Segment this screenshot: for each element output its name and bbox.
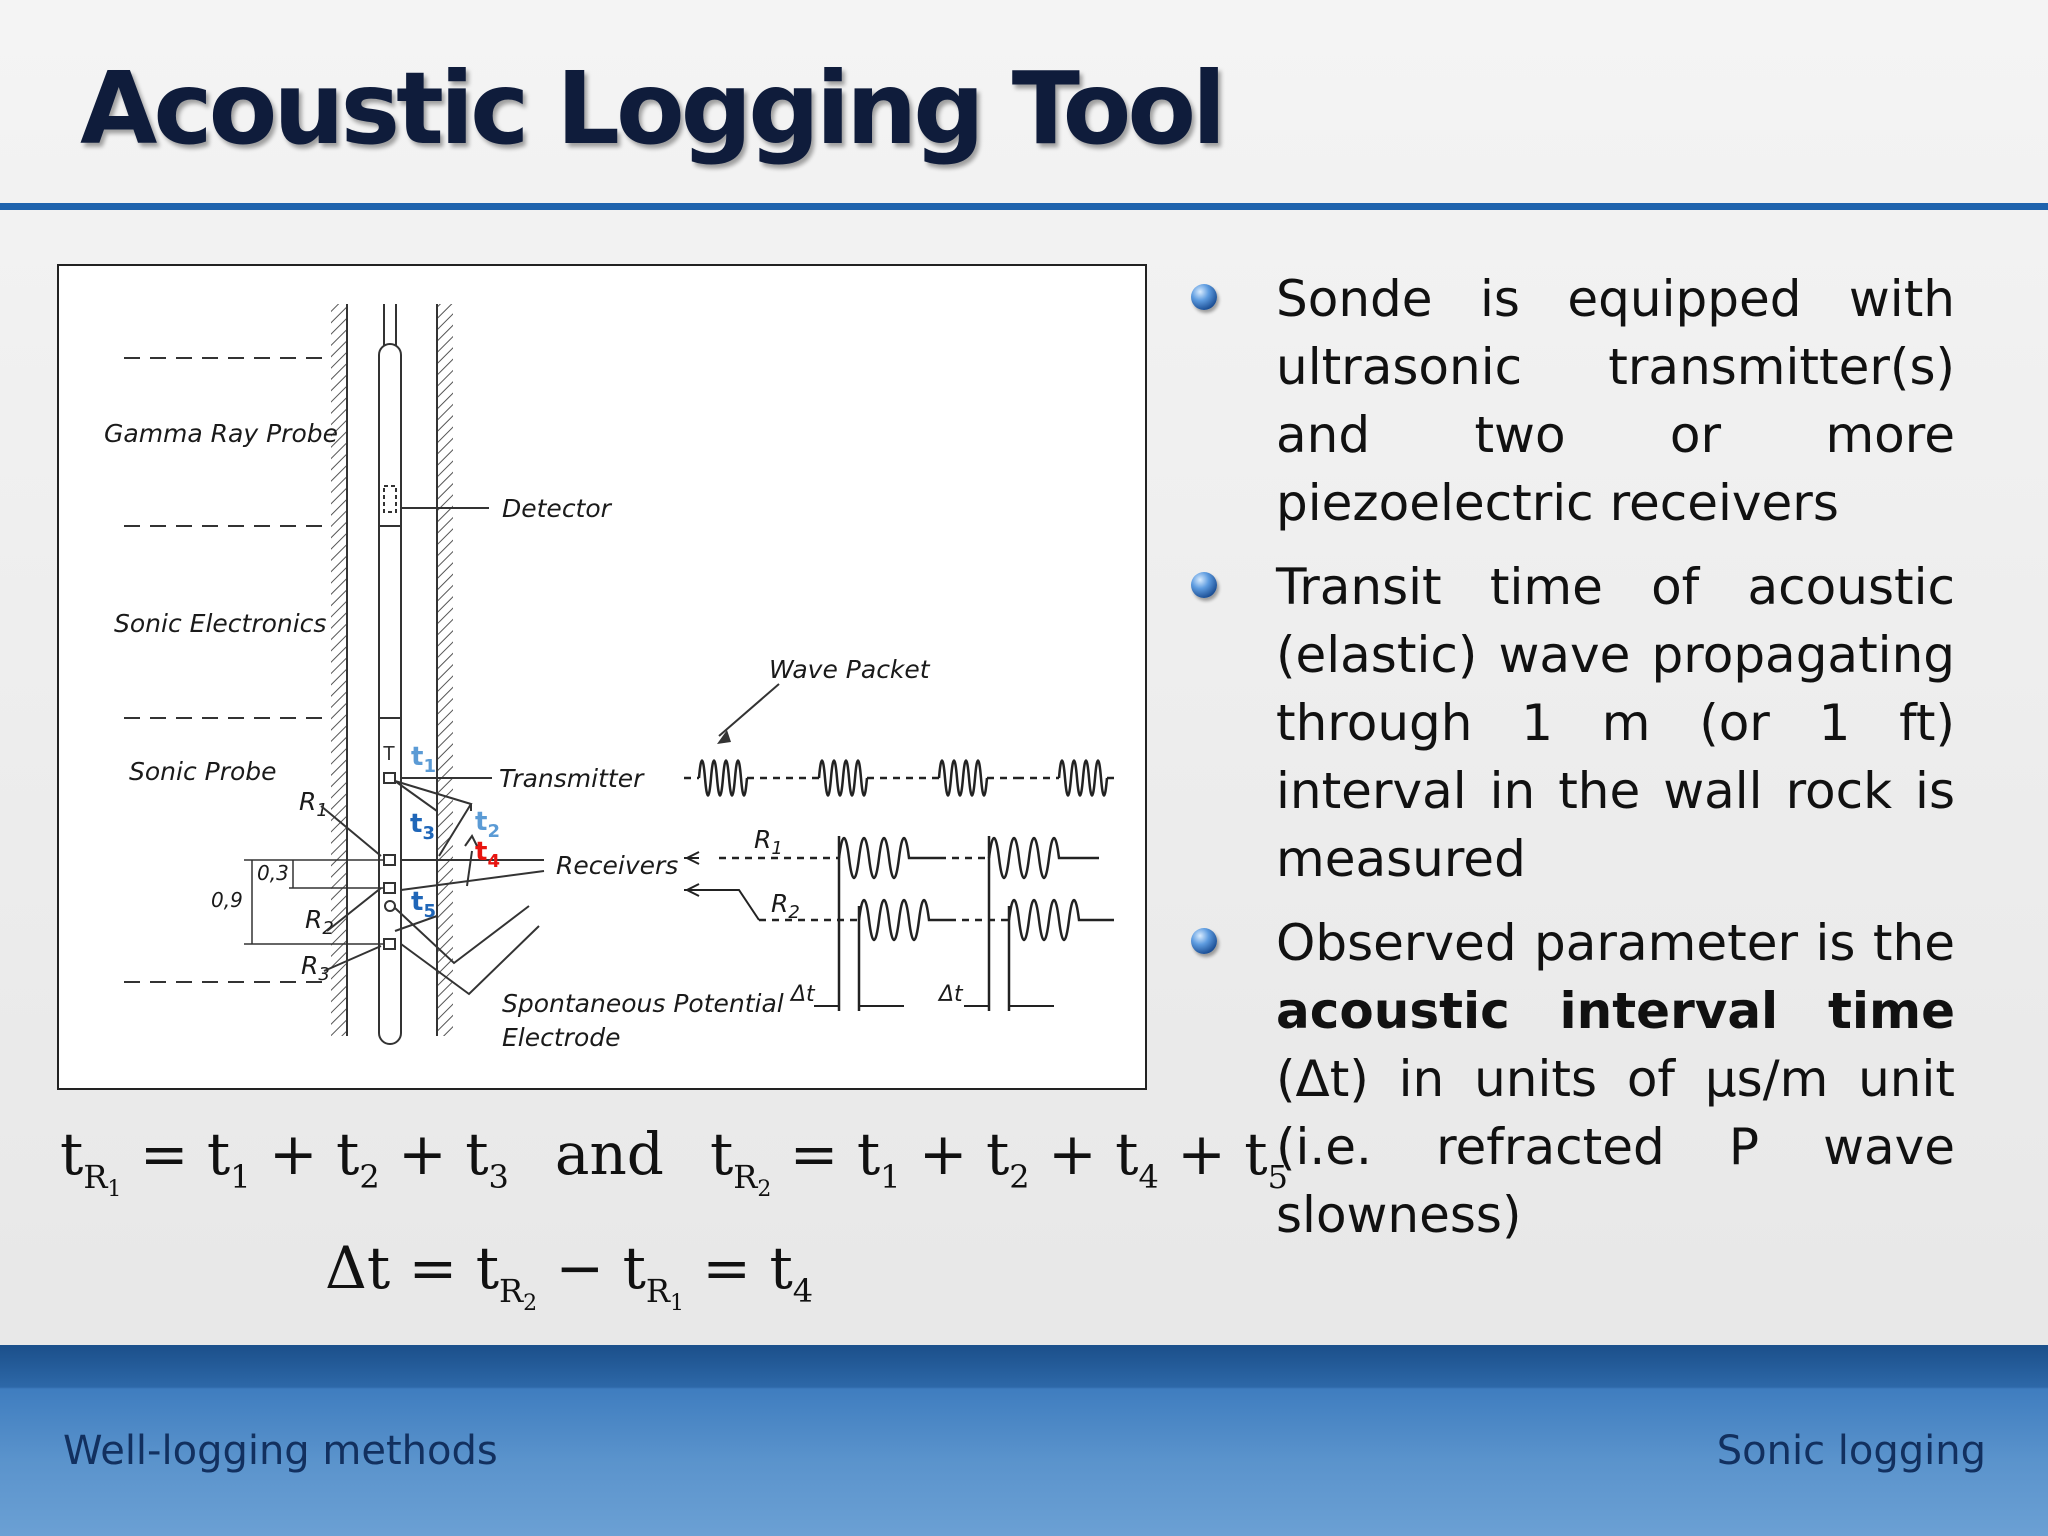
t1-marker: t1: [411, 742, 436, 777]
label-sonic-probe: Sonic Probe: [129, 757, 277, 786]
label-sp-electrode-line2: Electrode: [502, 1023, 621, 1052]
bullet-text: Transit time of acoustic (elastic) wave …: [1276, 558, 1955, 888]
sp-electrode: [384, 900, 396, 912]
sonde-body: [378, 343, 402, 1045]
bullet-item: Observed parameter is the acoustic inter…: [1180, 909, 1955, 1249]
slide-title: Acoustic Logging Tool: [80, 50, 1226, 167]
label-r1: R1: [299, 787, 328, 821]
bullet-text: Sonde is equipped with ultrasonic transm…: [1276, 270, 1955, 532]
label-sp-electrode-line1: Spontaneous Potential: [502, 989, 784, 1018]
bullet-list: Sonde is equipped with ultrasonic transm…: [1180, 265, 1955, 1265]
dim-03: 0,3: [257, 861, 289, 885]
acoustic-tool-diagram: Gamma Ray Probe Sonic Electronics Sonic …: [57, 264, 1147, 1090]
zone-dividers: [124, 357, 324, 983]
label-r2: R2: [305, 905, 334, 939]
label-gamma-ray-probe: Gamma Ray Probe: [104, 419, 338, 448]
trace-label-r2: R2: [771, 889, 800, 923]
footer-course-title: Well-logging methods: [63, 1428, 498, 1474]
diagram-svg: Gamma Ray Probe Sonic Electronics Sonic …: [104, 304, 1114, 1052]
receiver-r2: [383, 882, 396, 894]
dim-09: 0,9: [211, 888, 243, 912]
t2-marker: t2: [475, 807, 500, 842]
receiver-r3: [383, 938, 396, 950]
bullet-orb-icon: [1191, 284, 1217, 310]
r2-trace: [759, 898, 1114, 1011]
delta-t-label-2: Δt: [937, 982, 964, 1007]
r1-trace: [719, 836, 1099, 1011]
t5-marker: t5: [411, 887, 436, 922]
formula-interval-time: Δt = tR2 − tR1 = t4: [325, 1234, 814, 1316]
refracted-wave-path: [394, 780, 438, 932]
t4-marker: t4: [475, 837, 500, 872]
bullet-orb-icon: [1191, 572, 1217, 598]
transmitter-T: T: [383, 743, 395, 765]
formula-and: and: [554, 1120, 664, 1188]
label-r3: R3: [301, 951, 330, 985]
label-wave-packet: Wave Packet: [769, 655, 931, 684]
borehole-wall-left: [331, 304, 347, 1036]
detector-element: [383, 485, 397, 513]
trace-label-r1: R1: [754, 825, 783, 859]
label-receivers: Receivers: [556, 851, 678, 880]
label-transmitter: Transmitter: [499, 764, 645, 793]
bullet-text: Observed parameter is the acoustic inter…: [1276, 914, 1955, 1244]
bold-term: acoustic interval time: [1276, 982, 1955, 1040]
receiver-r1: [383, 854, 396, 866]
bullet-item: Sonde is equipped with ultrasonic transm…: [1180, 265, 1955, 537]
transmitter-element: [383, 772, 396, 784]
footer-topic: Sonic logging: [1716, 1428, 1986, 1474]
footer-band: [0, 1345, 2048, 1536]
bullet-orb-icon: [1191, 928, 1217, 954]
bullet-item: Transit time of acoustic (elastic) wave …: [1180, 553, 1955, 893]
label-detector: Detector: [502, 494, 613, 523]
label-sonic-electronics: Sonic Electronics: [114, 609, 326, 638]
borehole-wall-right: [437, 304, 453, 1036]
wave-packet-train: [684, 759, 1114, 797]
delta-t-label-1: Δt: [789, 982, 816, 1007]
t3-marker: t3: [410, 809, 435, 844]
title-underline: [0, 203, 2048, 210]
